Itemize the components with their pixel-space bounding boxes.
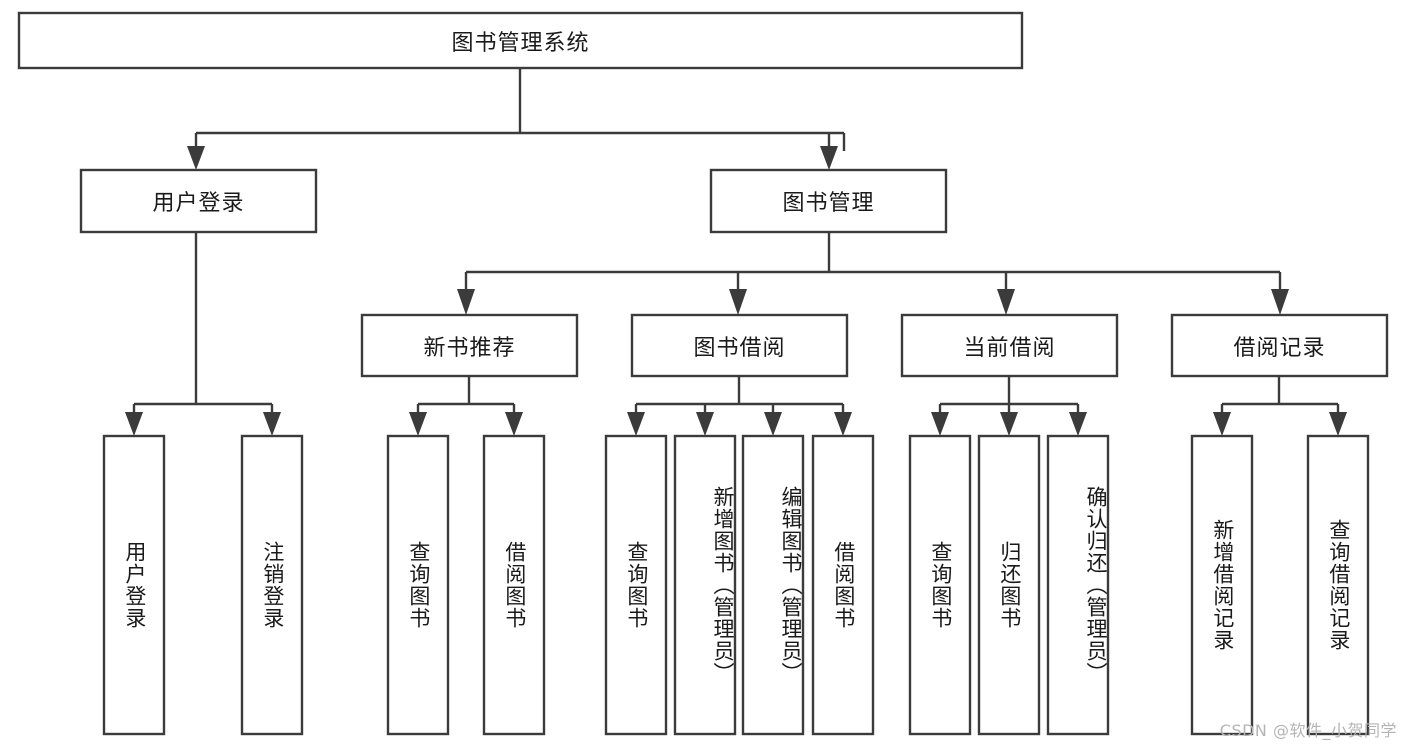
node-leaf-add-record[interactable] — [1190, 434, 1254, 736]
connector-userlogin-to-leaves — [125, 232, 281, 436]
node-leaf-edit-book[interactable] — [741, 434, 805, 736]
connector-bookborrow-to-leaves — [627, 376, 852, 436]
node-leaf-query-book-1[interactable] — [386, 434, 450, 736]
node-current-borrow[interactable] — [900, 313, 1119, 378]
node-leaf-user-login[interactable] — [102, 434, 166, 736]
connector-borrowrecord-to-leaves — [1213, 376, 1347, 436]
node-leaf-add-book[interactable] — [673, 434, 737, 736]
node-leaf-borrow-book-2[interactable] — [811, 434, 875, 736]
node-user-login[interactable] — [79, 168, 318, 234]
node-leaf-logout-login[interactable] — [240, 434, 304, 736]
node-borrow-record[interactable] — [1170, 313, 1389, 378]
node-leaf-query-book-2[interactable] — [604, 434, 668, 736]
node-leaf-query-record[interactable] — [1306, 434, 1370, 736]
node-new-book-recommend[interactable] — [360, 313, 579, 378]
node-leaf-query-book-3[interactable] — [908, 434, 972, 736]
node-root[interactable] — [17, 11, 1024, 70]
connector-bookmanage-to-level3 — [457, 232, 1289, 315]
node-book-manage[interactable] — [709, 168, 948, 234]
connector-newbook-to-leaves — [409, 376, 523, 436]
connector-currentborrow-to-leaves — [931, 376, 1087, 436]
node-leaf-borrow-book-1[interactable] — [482, 434, 546, 736]
connector-root-to-level2 — [187, 68, 846, 170]
node-leaf-return-book[interactable] — [977, 434, 1041, 736]
node-book-borrow[interactable] — [630, 313, 849, 378]
node-leaf-confirm-return[interactable] — [1046, 434, 1110, 736]
